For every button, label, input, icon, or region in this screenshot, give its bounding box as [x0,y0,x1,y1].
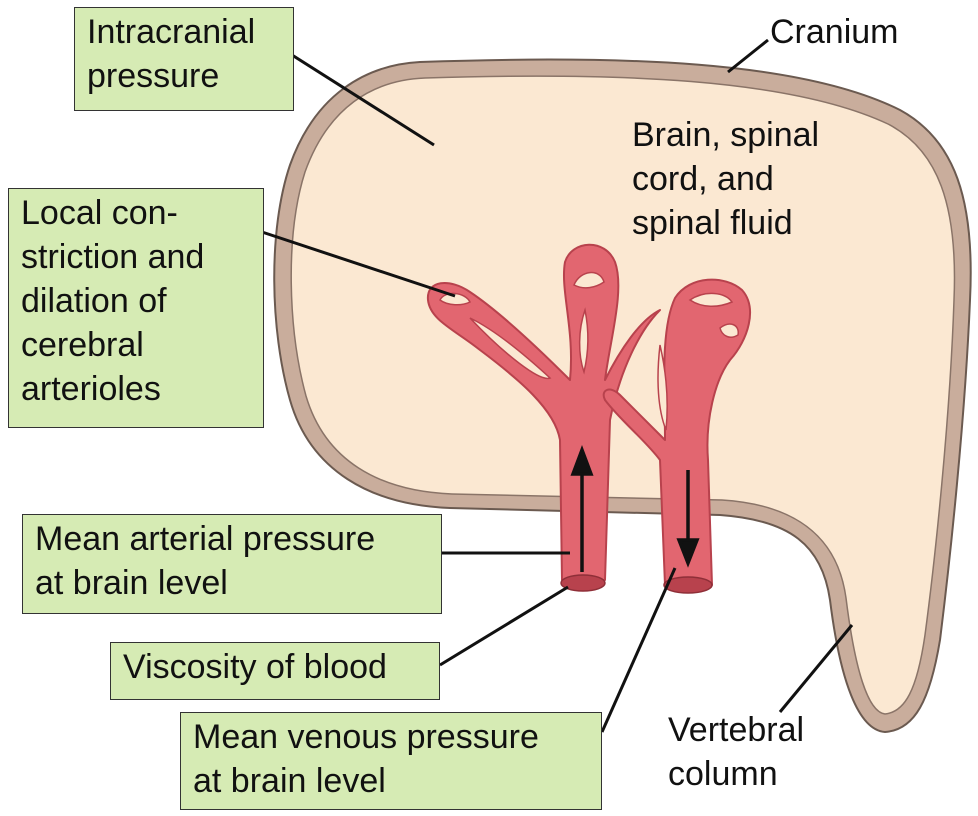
vessel-openings [439,271,739,431]
label-line: pressure [87,57,220,95]
label-line: arterioles [21,370,161,408]
venous-opening [663,576,713,594]
label-line: Intracranial [87,13,256,51]
label-local-constriction: Local con- striction and dilation of cer… [8,188,264,428]
leader-intracranial [291,53,435,147]
label-vertebral-column: Vertebral column [668,708,804,796]
label-line: cerebral [21,326,144,364]
label-line: cord, and [632,160,774,198]
leader-mvp [600,567,677,733]
leader-cranium [727,38,769,74]
label-line: striction and [21,238,205,276]
label-cranium: Cranium [770,10,898,54]
venous-vessel-tree [602,278,751,586]
label-line: Mean venous pressure [193,718,539,756]
label-line: at brain level [193,762,386,800]
leader-viscosity [439,585,569,667]
label-line: column [668,755,778,793]
label-line: Cranium [770,13,899,51]
label-line: Viscosity of blood [123,648,387,686]
label-line: at brain level [35,564,228,602]
label-viscosity: Viscosity of blood [110,642,440,700]
brain-region [290,75,956,715]
arterial-opening [560,574,606,592]
label-line: Local con- [21,194,178,232]
leader-local [261,230,456,298]
label-line: Brain, spinal [632,116,820,154]
label-mean-arterial-pressure: Mean arterial pressure at brain level [22,514,442,614]
leader-lines [261,38,854,733]
label-line: Mean arterial pressure [35,520,376,558]
label-mean-venous-pressure: Mean venous pressure at brain level [180,712,602,810]
label-brain-spinal-fluid: Brain, spinal cord, and spinal fluid [632,113,819,245]
label-line: dilation of [21,282,167,320]
leader-vertebral [778,624,854,713]
label-intracranial-pressure: Intracranial pressure [74,7,294,111]
label-line: Vertebral [668,711,805,749]
flow-arrows [570,445,700,572]
label-line: spinal fluid [632,204,793,242]
